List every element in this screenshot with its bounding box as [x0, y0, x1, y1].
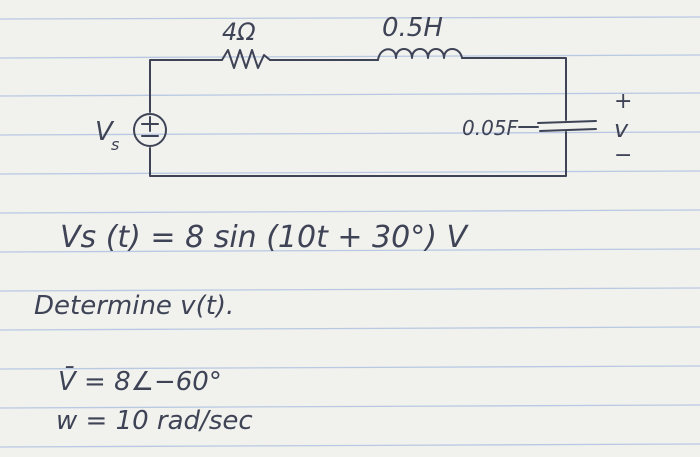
wire-bottom	[149, 131, 567, 177]
circuit-diagram	[133, 48, 597, 177]
capacitor-label: 0.05F	[462, 116, 519, 140]
capacitor-bottom-plate	[539, 128, 597, 132]
inductor-label: 0.5H	[382, 13, 443, 43]
resistor-label: 4Ω	[222, 18, 256, 46]
wire-top-left	[149, 59, 223, 113]
output-minus: −	[614, 143, 632, 168]
problem-instruction: Determine v(t).	[34, 291, 234, 321]
capacitor-top-plate	[537, 120, 597, 124]
output-plus: +	[614, 89, 632, 114]
wire-top-right	[461, 57, 567, 121]
ruled-lines	[0, 16, 700, 448]
inductor	[377, 48, 463, 61]
angular-frequency: w = 10 rad/sec	[56, 406, 253, 436]
output-var: v	[614, 115, 629, 143]
phasor-value: V̄ = 8∠−60°	[58, 365, 222, 397]
voltage-source	[133, 113, 167, 147]
source-subscript: s	[111, 135, 119, 154]
source-equation: Vs (t) = 8 sin (10t + 30°) V	[60, 220, 469, 255]
resistor	[221, 49, 271, 69]
source-label: V	[95, 117, 115, 147]
